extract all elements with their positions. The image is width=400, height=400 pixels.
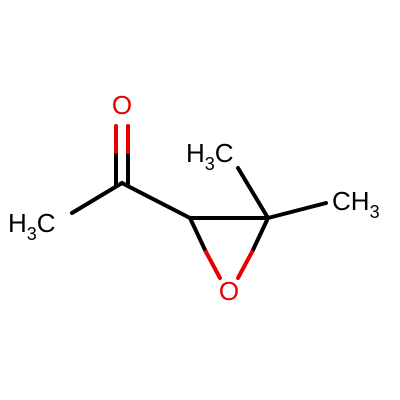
- acetyl-methyl-h: H: [8, 208, 27, 238]
- bond-ring-c2-o-red: [204, 250, 222, 280]
- bond-acetyl-methyl: [70, 181, 124, 215]
- acetyl-methyl-c: C: [37, 208, 56, 238]
- right-methyl-sub: 3: [370, 202, 380, 222]
- bond-carbonyl-ring: [120, 181, 192, 220]
- ring-oxygen-label: O: [219, 276, 239, 306]
- oxygen-bond-segments: [114, 124, 254, 280]
- right-methyl-label: CH3: [332, 186, 380, 222]
- acetyl-methyl-sub: 3: [27, 224, 37, 244]
- upper-methyl-c: C: [215, 138, 234, 168]
- upper-methyl-sub: 3: [205, 154, 215, 174]
- bond-ring-c2-o: [188, 216, 208, 254]
- bond-upper-methyl: [236, 166, 270, 220]
- upper-methyl-h: H: [186, 138, 205, 168]
- upper-methyl-label: H3C: [186, 138, 234, 174]
- bond-ring-c3-o: [250, 216, 270, 254]
- acetyl-methyl-label: H3C: [8, 208, 56, 244]
- bond-right-methyl: [266, 201, 328, 220]
- bond-ring-c3-o-red: [236, 250, 254, 280]
- bonds: [70, 150, 328, 254]
- carbonyl-oxygen-label: O: [112, 90, 132, 120]
- atom-labels: O O H3C H3C CH3: [8, 90, 380, 306]
- right-methyl-ch: CH: [332, 186, 370, 216]
